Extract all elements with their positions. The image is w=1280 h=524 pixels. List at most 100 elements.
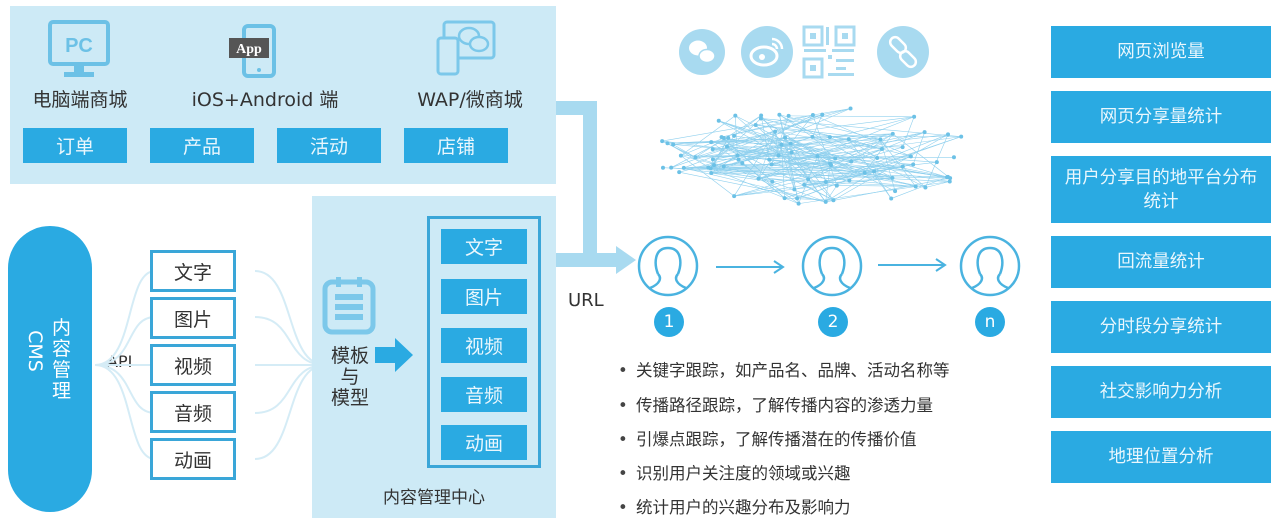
network-node — [959, 134, 964, 139]
network-edge — [848, 138, 892, 199]
network-node — [815, 154, 820, 159]
network-node — [736, 157, 741, 162]
network-node — [810, 134, 815, 139]
network-edge — [830, 148, 882, 164]
network-edge — [723, 136, 813, 167]
network-node — [732, 194, 737, 199]
network-node — [820, 112, 825, 117]
network-edge — [825, 185, 838, 203]
network-edge — [812, 114, 823, 137]
stat-share-destination: 用户分享目的地平台分布统计 — [1051, 156, 1271, 223]
network-edge — [798, 181, 950, 204]
network-node — [900, 164, 905, 169]
user-number-2: 2 — [818, 307, 848, 337]
template-label-line3: 模型 — [330, 387, 369, 409]
network-edge — [680, 155, 735, 197]
template-arrow-icon — [375, 338, 413, 372]
network-edge — [864, 133, 894, 174]
network-edge — [735, 115, 738, 156]
network-node — [759, 113, 764, 118]
network-node — [770, 179, 775, 184]
cms-type-image: 图片 — [150, 297, 236, 339]
network-edge — [671, 167, 837, 186]
network-node — [823, 179, 828, 184]
stat-page-views: 网页浏览量 — [1051, 26, 1271, 78]
network-node — [833, 156, 838, 161]
network-edge — [774, 131, 795, 190]
network-node — [788, 141, 793, 146]
network-edge — [726, 146, 818, 157]
stat-time-share: 分时段分享统计 — [1051, 301, 1271, 353]
network-edge — [912, 132, 925, 165]
network-node — [908, 154, 913, 159]
network-edge — [892, 133, 951, 179]
network-node — [678, 153, 683, 158]
bullet-item: 引爆点跟踪，了解传播潜在的传播价值 — [618, 426, 917, 450]
network-node — [911, 162, 916, 167]
template-label: 模板 与 模型 — [325, 346, 375, 409]
cms-subtitle: CMS — [24, 330, 46, 372]
network-node — [693, 155, 698, 160]
network-edge — [812, 114, 838, 186]
network-edge — [711, 116, 915, 143]
network-edge — [769, 133, 893, 160]
network-edge — [683, 167, 826, 203]
network-edge — [726, 146, 834, 201]
network-node — [945, 174, 950, 179]
app-badge: App — [236, 42, 262, 57]
clipboard-icon — [322, 277, 376, 335]
network-node — [848, 106, 853, 111]
network-edge — [662, 140, 948, 178]
stat-geo-location: 地理位置分析 — [1051, 431, 1271, 483]
user-avatar-2 — [801, 235, 863, 297]
network-node — [773, 129, 778, 134]
network-node — [660, 139, 665, 144]
network-edge — [737, 114, 814, 156]
network-edge — [851, 133, 893, 162]
user-number-n: n — [975, 307, 1005, 337]
network-node — [669, 165, 674, 170]
network-edge — [711, 141, 792, 153]
network-edge — [711, 172, 951, 179]
content-center-caption: 内容管理中心 — [383, 488, 485, 508]
network-node — [789, 150, 794, 155]
network-edge — [784, 137, 836, 159]
network-edge — [708, 167, 875, 172]
tag-store: 店铺 — [404, 128, 508, 163]
url-label: URL — [568, 290, 604, 311]
network-edge — [738, 159, 785, 199]
network-node — [756, 176, 761, 181]
network-edge — [864, 172, 916, 187]
network-edge — [712, 154, 738, 160]
content-center-frame — [427, 216, 541, 468]
network-edge — [771, 161, 852, 165]
network-edge — [683, 114, 823, 169]
social-network-graph — [660, 106, 964, 206]
network-node — [735, 153, 740, 158]
network-node — [726, 135, 731, 140]
network-edge — [779, 114, 813, 138]
network-node — [889, 196, 894, 201]
network-node — [783, 135, 788, 140]
mobile-app-icon: App — [229, 24, 276, 78]
network-node — [879, 147, 884, 152]
network-edge — [808, 148, 883, 180]
network-node — [872, 169, 877, 174]
network-node — [890, 175, 895, 180]
network-node — [893, 189, 898, 194]
network-edge — [758, 116, 915, 180]
network-node — [776, 153, 781, 158]
network-node — [802, 182, 807, 187]
network-node — [777, 112, 782, 117]
network-node — [946, 132, 951, 137]
center-item-text: 文字 — [441, 229, 527, 264]
network-node — [709, 171, 714, 176]
network-node — [923, 185, 928, 190]
network-node — [823, 199, 828, 204]
network-node — [708, 166, 713, 171]
network-edge — [711, 155, 818, 174]
network-node — [792, 187, 797, 192]
network-edge — [733, 131, 776, 197]
network-node — [681, 165, 686, 170]
network-edge — [779, 114, 786, 138]
